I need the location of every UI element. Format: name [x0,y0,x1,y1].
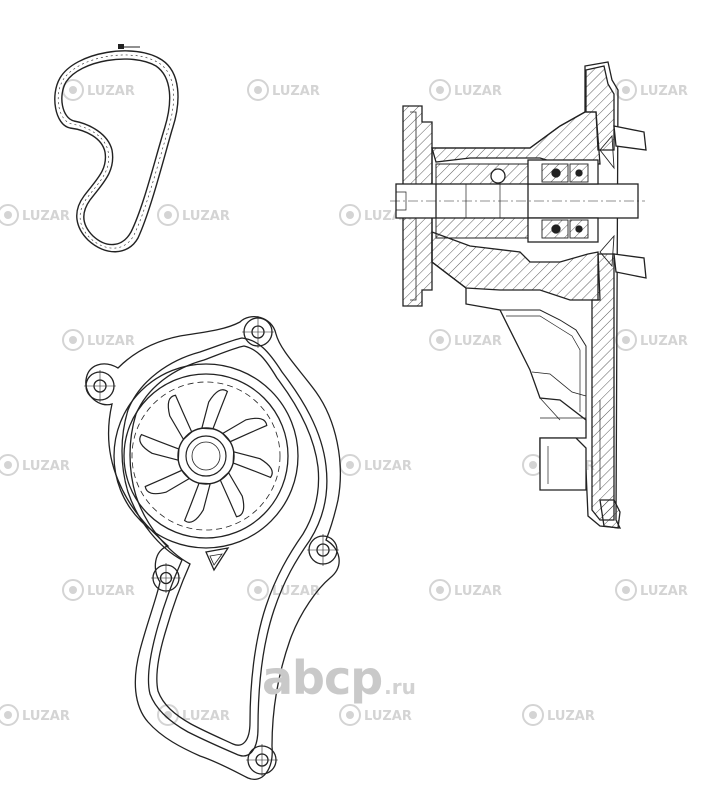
watermark-mark: LUZAR [0,454,70,476]
watermark-mark: LUZAR [615,579,688,601]
svg-text:LUZAR: LUZAR [454,584,502,599]
watermark-mark: LUZAR [522,704,595,726]
impeller-blade [221,417,268,443]
impeller [139,389,273,523]
logo-suffix-text: .ru [384,675,416,699]
watermark-mark: LUZAR [157,204,230,226]
bolt-boss-top [242,316,274,348]
watermark-mark: LUZAR [0,204,70,226]
bolt-boss-bottom [246,744,278,776]
impeller-blade [219,471,245,518]
gasket-outline [54,44,179,253]
svg-text:LUZAR: LUZAR [640,84,688,99]
svg-text:LUZAR: LUZAR [22,209,70,224]
svg-text:LUZAR: LUZAR [272,584,320,599]
watermark-mark: LUZAR [429,79,502,101]
pump-body-front-view [84,316,341,780]
svg-text:LUZAR: LUZAR [454,84,502,99]
watermark-mark: LUZAR [62,79,135,101]
bolt-boss-left [84,370,116,402]
impeller-blade [167,394,193,441]
svg-text:LUZAR: LUZAR [182,709,230,724]
watermark-mark: LUZAR [247,79,320,101]
logo-main-text: abcp [262,651,383,705]
svg-text:LUZAR: LUZAR [87,584,135,599]
svg-text:LUZAR: LUZAR [272,84,320,99]
watermark-mark: LUZAR [429,329,502,351]
impeller-blade [232,451,273,479]
impeller-blade [201,389,229,430]
svg-text:LUZAR: LUZAR [22,459,70,474]
watermark-mark: LUZAR [339,704,412,726]
svg-text:LUZAR: LUZAR [22,709,70,724]
svg-text:LUZAR: LUZAR [87,334,135,349]
watermark-layer: LUZAR LUZAR LUZAR LUZAR LUZAR LUZAR LUZAR LUZAR… [0,79,688,726]
pump-cross-section [390,61,647,529]
watermark-mark: LUZAR [62,329,135,351]
svg-text:LUZAR: LUZAR [182,209,230,224]
watermark-mark: LUZAR [615,79,688,101]
svg-text:LUZAR: LUZAR [364,709,412,724]
watermark-mark: LUZAR [429,579,502,601]
watermark-mark: LUZAR [339,454,412,476]
watermark-mark: LUZAR [615,329,688,351]
svg-text:LUZAR: LUZAR [454,334,502,349]
svg-text:LUZAR: LUZAR [364,459,412,474]
svg-text:LUZAR: LUZAR [547,709,595,724]
watermark-mark: LUZAR [247,579,320,601]
bolt-boss-mid-left [151,563,181,593]
abcp-logo: abcp.ru [262,652,452,704]
watermark-mark: LUZAR [0,704,70,726]
svg-text:LUZAR: LUZAR [640,334,688,349]
svg-text:LUZAR: LUZAR [87,84,135,99]
impeller-blade [183,482,211,523]
watermark-mark: LUZAR [62,579,135,601]
impeller-blade [139,433,180,461]
impeller-blade [144,469,191,495]
bolt-boss-right [307,534,339,566]
svg-text:LUZAR: LUZAR [640,584,688,599]
